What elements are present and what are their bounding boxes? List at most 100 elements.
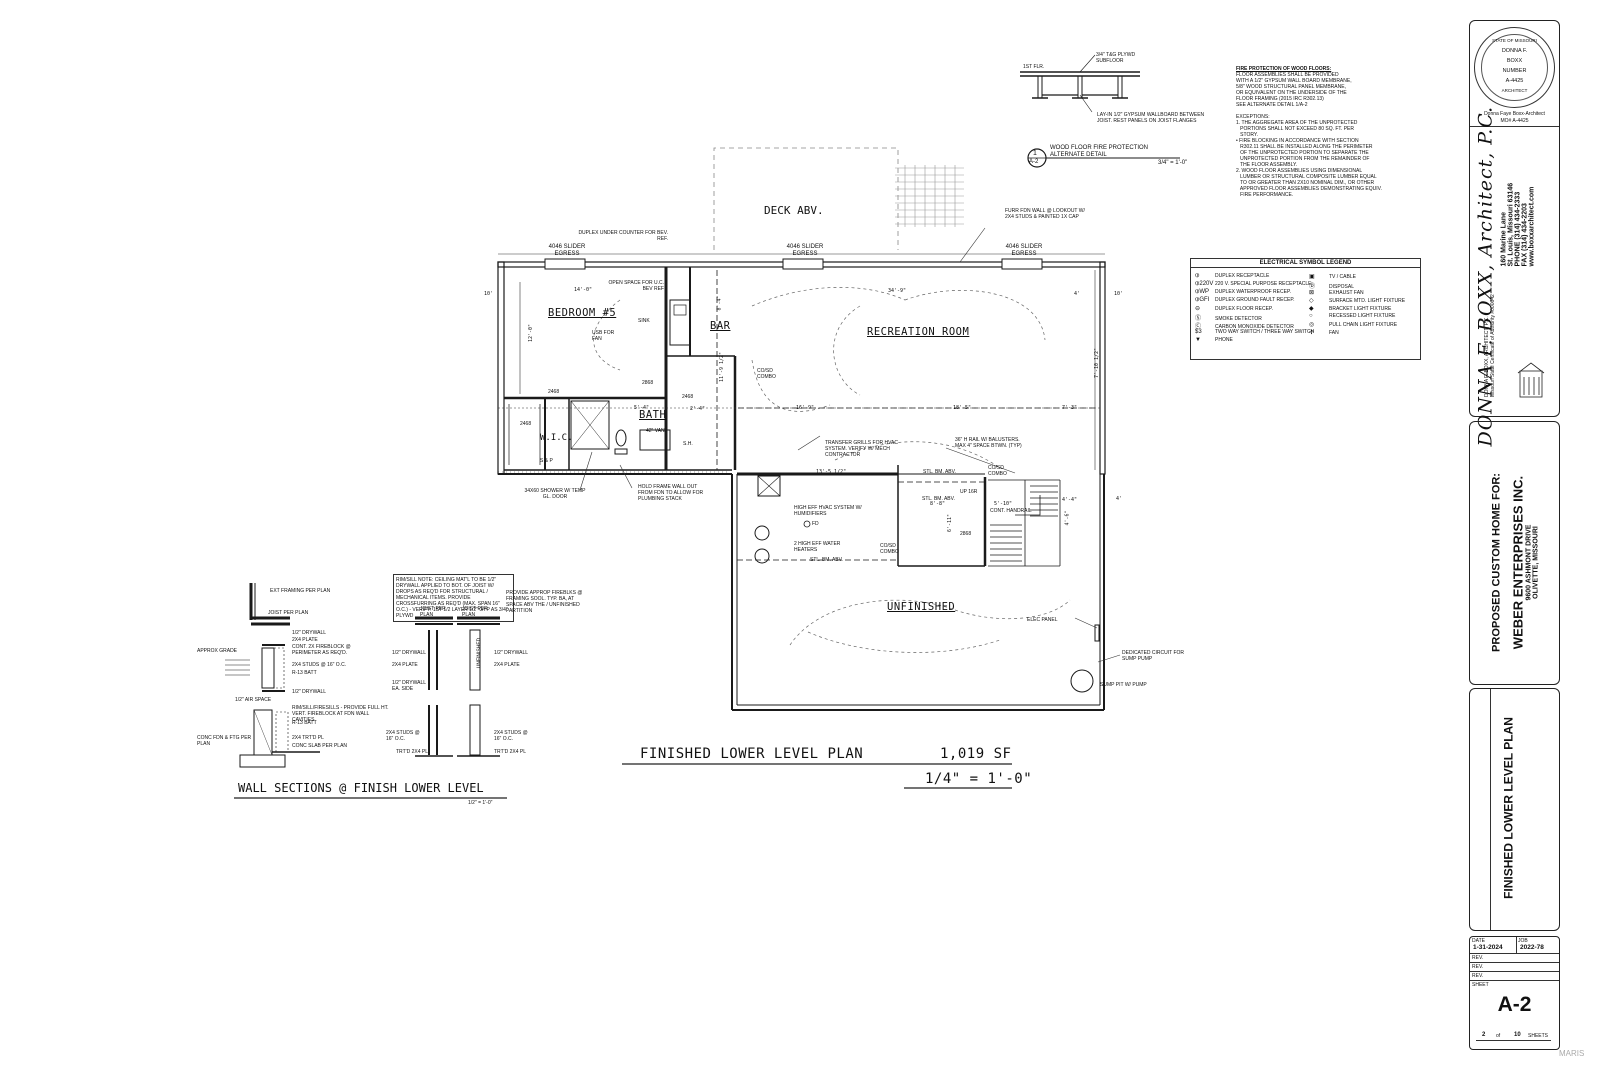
note-co-combo-1: CO/SD COMBO bbox=[757, 368, 776, 380]
wall-section-note: 2X4 STUDS @ 16" O.C. bbox=[292, 662, 347, 668]
legend-symbol-icon: $3 bbox=[1195, 329, 1202, 335]
note-steel-beam-1: STL. BM. ABV. bbox=[810, 557, 843, 563]
dim-4: 18'-5" bbox=[953, 405, 972, 411]
detail-scale: 3/4" = 1'-0" bbox=[1158, 160, 1188, 166]
sheet-title: FINISHED LOWER LEVEL PLAN bbox=[1501, 717, 1516, 899]
legend-symbol-icon: ⊠ bbox=[1309, 290, 1315, 296]
note-vanity: 42" VAN. bbox=[646, 428, 667, 434]
fire-note-line: PORTIONS SHALL NOT EXCEED 80 SQ. FT. PER bbox=[1236, 126, 1354, 132]
legend-symbol-icon: ⊖ bbox=[1195, 306, 1201, 312]
sheet-count-a: 2 bbox=[1482, 1032, 1486, 1038]
legend-row: ▣TV / CABLE bbox=[1309, 273, 1419, 281]
wall-section-note: TRT'D 2x4 PL bbox=[494, 749, 526, 755]
detail-gypsum-label: LAY-IN 1/2" GYPSUM WALLBOARD BETWEEN JOI… bbox=[1097, 112, 1205, 124]
dim-19: 8'-4" bbox=[716, 295, 723, 311]
plan-scale: 1/4" = 1'-0" bbox=[925, 771, 1033, 787]
note-hold-frame: HOLD FRAME WALL OUT FROM FDN TO ALLOW FO… bbox=[638, 484, 704, 502]
plan-area: 1,019 sf bbox=[940, 746, 1012, 762]
legend-symbol-icon: Ⓓ bbox=[1309, 284, 1316, 290]
firm-phone: PHONE (314) 434-2333 bbox=[1514, 191, 1522, 267]
note-door-4: 2868 bbox=[960, 531, 972, 537]
note-dedicated-circuit: DEDICATED CIRCUIT FOR SUMP PUMP bbox=[1122, 650, 1185, 662]
row-divider-4 bbox=[1470, 980, 1559, 981]
note-duplex-counter: DUPLEX UNDER COUNTER FOR BEV. REF. bbox=[578, 230, 668, 242]
note-shelf-2: S & P bbox=[540, 458, 553, 464]
dim-1: 14'-0" bbox=[574, 287, 593, 293]
legend-row: ⦶DUPLEX RECEPTACLE bbox=[1195, 273, 1315, 281]
fire-note-line: EXCEPTIONS: bbox=[1236, 114, 1270, 120]
room-label-bath: BATH bbox=[639, 409, 667, 421]
project-line-2: WEBER ENTERPRISES INC. bbox=[1510, 475, 1526, 650]
fire-note-line: THE FLOOR ASSEMBLY. bbox=[1236, 162, 1298, 168]
wall-section-note: 2X4 STUDS @ 16" O.C. bbox=[386, 730, 420, 742]
room-label-wic: W.I.C. bbox=[540, 433, 573, 443]
wall-section-note: EXT FRAMING PER PLAN bbox=[270, 588, 331, 594]
fire-note-line: 2. WOOD FLOOR ASSEMBLIES USING DIMENSION… bbox=[1236, 168, 1363, 174]
legend-label: TV / CABLE bbox=[1329, 274, 1356, 280]
legend-symbol-icon: Ⓢ bbox=[1195, 316, 1202, 322]
row-divider-3 bbox=[1470, 971, 1559, 972]
room-label-deck: DECK ABV. bbox=[764, 204, 824, 217]
electrical-legend: ELECTRICAL SYMBOL LEGEND ⦶DUPLEX RECEPTA… bbox=[1190, 258, 1421, 360]
row-divider-1 bbox=[1470, 953, 1559, 954]
note-elec-panel: ELEC PANEL bbox=[1027, 617, 1058, 623]
firm-fax: FAX (314) 434-2203 bbox=[1521, 203, 1529, 267]
legend-symbol-icon: ◆ bbox=[1309, 306, 1314, 312]
fire-note-line: 1. THE AGGREGATE AREA OF THE UNPROTECTED bbox=[1236, 120, 1358, 126]
sheet-info-panel: DATE 1-31-2024 JOB 2022-78 REV. REV. REV… bbox=[1469, 936, 1560, 1050]
project-line-4: OLIVETTE, MISSOURI bbox=[1532, 526, 1540, 599]
seal-line: STATE OF MISSOURI bbox=[1492, 38, 1537, 43]
wall-section-note: TRT'D 2x4 PL bbox=[396, 749, 428, 755]
row-divider-2 bbox=[1470, 962, 1559, 963]
building-logo-icon bbox=[1517, 362, 1545, 398]
sheet-count-c: SHEETS bbox=[1528, 1033, 1549, 1039]
legend-label: PHONE bbox=[1215, 337, 1233, 343]
note-open-space: OPEN SPACE FOR U.C. BEV REF bbox=[608, 280, 664, 292]
rev-label-1: REV. bbox=[1472, 955, 1484, 961]
detail-floor-label: 1ST FLR. bbox=[1023, 64, 1045, 70]
note-usb-fan: USB FOR FAN bbox=[592, 330, 615, 342]
seal-line: ARCHITECT bbox=[1501, 88, 1528, 93]
firm-address-1: 160 Marine Lane bbox=[1500, 212, 1508, 267]
wall-section-note: 1/2" DRYWALL bbox=[292, 630, 327, 636]
note-furr: FURR FDN WALL @ LOOKOUT w/ 2x4 STUDS & P… bbox=[1005, 208, 1085, 220]
legend-symbol-icon: ◎ bbox=[1309, 322, 1315, 328]
fire-note-line: FLOOR ASSEMBLIES SHALL BE PROVIDED bbox=[1236, 72, 1339, 78]
detail-subfloor-label: 3/4" T&G PLYWD SUBFLOOR bbox=[1096, 52, 1136, 64]
dim-16: 12'-0" bbox=[528, 323, 535, 343]
seal-line: DONNA F. bbox=[1501, 48, 1528, 54]
wall-section-note: JOIST PER PLAN bbox=[462, 606, 488, 618]
watermark: MARIS bbox=[1559, 1049, 1585, 1058]
room-label-unfinished: UNFINISHED bbox=[887, 601, 956, 613]
fire-note-heading: FIRE PROTECTION OF WOOD FLOORS: bbox=[1236, 66, 1332, 72]
legend-row: ⊠EXHAUST FAN bbox=[1309, 289, 1419, 297]
dim-8: 13'-5 1/2" bbox=[816, 469, 847, 475]
wall-section-note: 2X4 PLATE bbox=[392, 662, 418, 668]
legend-label: TWO WAY SWITCH / THREE WAY SWITCH bbox=[1215, 329, 1315, 335]
job-value: 2022-78 bbox=[1520, 944, 1544, 951]
fire-note-line: LUMBER OR STRUCTURAL COMPOSITE LUMBER EQ… bbox=[1236, 174, 1377, 180]
wall-section-note: 1/2" DRYWALL bbox=[494, 650, 529, 656]
rev-label-3: REV. bbox=[1472, 973, 1484, 979]
note-fd: FD bbox=[812, 521, 819, 527]
seal-caption-1: Donna Faye Boxx-Architect bbox=[1484, 111, 1545, 117]
fire-note-line: FIRE PERFORMANCE. bbox=[1236, 192, 1294, 198]
legend-title: ELECTRICAL SYMBOL LEGEND bbox=[1191, 259, 1420, 268]
dim-9: 8'-8" bbox=[930, 501, 946, 507]
sheet-title-divider bbox=[1490, 689, 1491, 930]
job-label: JOB bbox=[1518, 938, 1528, 944]
note-water-heaters: 2 HIGH EFF WATER HEATERS bbox=[794, 541, 841, 553]
wall-section-note: RIM/SILL/FIRESILLS - PROVIDE FULL HT. VE… bbox=[292, 705, 389, 723]
firm-small-2: Missouri State Certificate of Authority … bbox=[1490, 294, 1496, 397]
wall-sections-scale: 1/2" = 1'-0" bbox=[468, 800, 493, 806]
fire-note-line: OF THE UNPROTECTED PORTION TO SEPARATE T… bbox=[1236, 150, 1369, 156]
wall-section-note: 2X4 PLATE bbox=[494, 662, 520, 668]
wall-section-note: CONC SLAB PER PLAN bbox=[292, 743, 348, 749]
dim-18: 6'-11" bbox=[947, 513, 954, 533]
note-shower: 34x60 SHOWER w/ TEMP GL. DOOR bbox=[524, 488, 586, 500]
